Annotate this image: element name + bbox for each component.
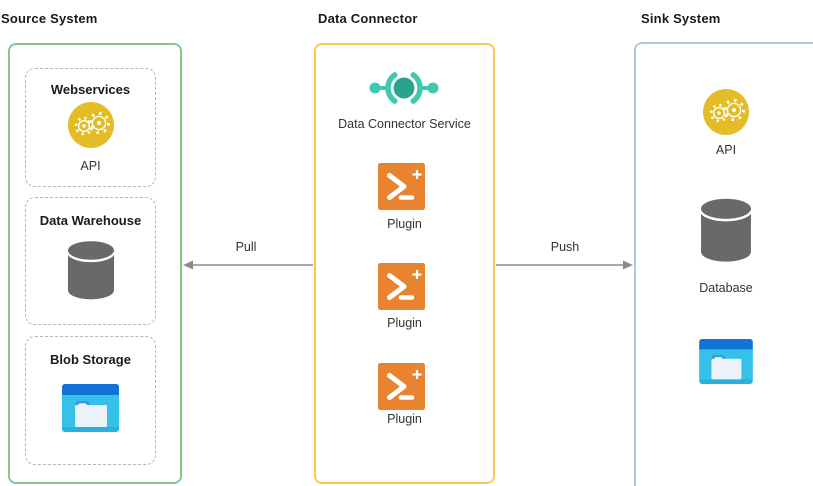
plugin-icon bbox=[378, 363, 425, 410]
pull-arrow-label: Pull bbox=[235, 240, 257, 254]
pull-arrow bbox=[183, 260, 313, 270]
plugin-icon bbox=[378, 263, 425, 310]
api-gears-icon bbox=[703, 89, 749, 135]
plugin-icon bbox=[378, 163, 425, 210]
source-system-container: Webservices API Data Warehouse bbox=[8, 43, 182, 484]
source-system-title: Source System bbox=[1, 11, 98, 26]
plugin-label: Plugin bbox=[387, 412, 422, 426]
push-arrow-label: Push bbox=[550, 240, 580, 254]
api-label: API bbox=[715, 143, 737, 157]
data-connector-service-label: Data Connector Service bbox=[338, 117, 471, 131]
data-warehouse-group: Data Warehouse bbox=[25, 197, 156, 325]
blob-storage-icon bbox=[62, 384, 119, 432]
api-label: API bbox=[80, 159, 101, 173]
plugin-label: Plugin bbox=[387, 316, 422, 330]
database-cylinder-icon bbox=[700, 198, 752, 264]
data-connector-title: Data Connector bbox=[318, 11, 418, 26]
push-arrow bbox=[496, 260, 633, 270]
plugin-label: Plugin bbox=[387, 217, 422, 231]
webservices-group-title: Webservices bbox=[50, 82, 131, 97]
sink-system-title: Sink System bbox=[641, 11, 721, 26]
blob-storage-group: Blob Storage bbox=[25, 336, 156, 465]
database-label: Database bbox=[699, 281, 753, 295]
webservices-group: Webservices API bbox=[25, 68, 156, 187]
blob-storage-icon bbox=[699, 339, 753, 384]
sink-system-container: API Database bbox=[634, 42, 813, 486]
data-connector-container: Data Connector Service Plugin Plugin bbox=[314, 43, 495, 484]
blob-storage-group-title: Blob Storage bbox=[50, 352, 131, 367]
gears-glyph bbox=[74, 111, 110, 136]
api-gears-icon bbox=[67, 102, 114, 148]
data-connector-service-icon bbox=[369, 62, 439, 114]
data-warehouse-group-title: Data Warehouse bbox=[39, 213, 142, 228]
database-cylinder-icon bbox=[66, 241, 115, 301]
